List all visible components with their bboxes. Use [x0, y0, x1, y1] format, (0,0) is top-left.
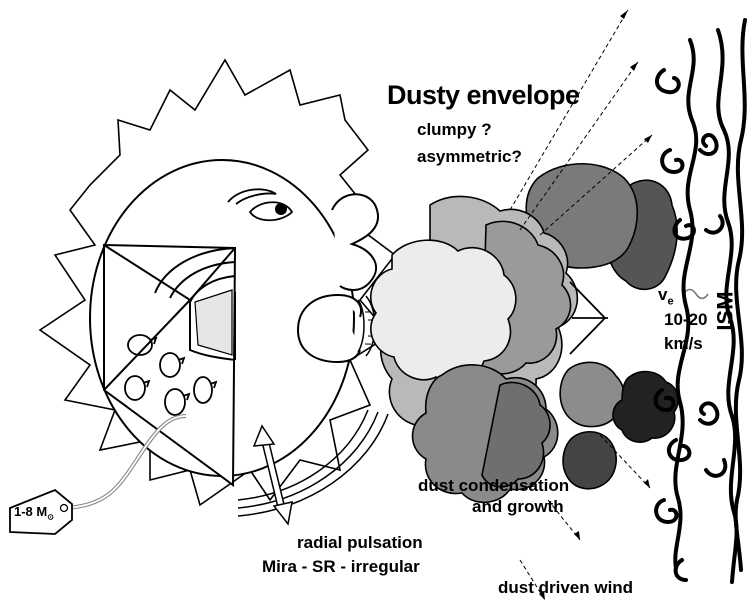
- pulsation-label-1: radial pulsation: [297, 533, 423, 553]
- wind-label: dust driven wind: [498, 578, 633, 598]
- question-asymmetric: asymmetric?: [417, 147, 522, 167]
- mass-tag-label: 1-8 M⊙: [14, 504, 54, 522]
- dust-clump-small-black: [613, 372, 678, 443]
- tag-hole: [61, 505, 68, 512]
- diagram-title: Dusty envelope: [387, 80, 580, 111]
- velocity-range: 10-20: [664, 310, 707, 330]
- velocity-symbol: ve: [658, 285, 674, 307]
- eye-pupil: [275, 203, 287, 215]
- dust-clouds: [371, 164, 678, 503]
- condensation-label-1: dust condensation: [418, 476, 569, 496]
- dust-clump-small-dark-grey: [563, 432, 616, 489]
- velocity-unit: km/s: [664, 334, 703, 354]
- ism-label: ISM: [713, 291, 739, 330]
- core-inner-shading: [195, 290, 232, 355]
- velocity-tilde: [683, 290, 708, 299]
- pulsation-label-2: Mira - SR - irregular: [262, 557, 420, 577]
- condensation-label-2: and growth: [472, 497, 564, 517]
- question-clumpy: clumpy ?: [417, 120, 492, 140]
